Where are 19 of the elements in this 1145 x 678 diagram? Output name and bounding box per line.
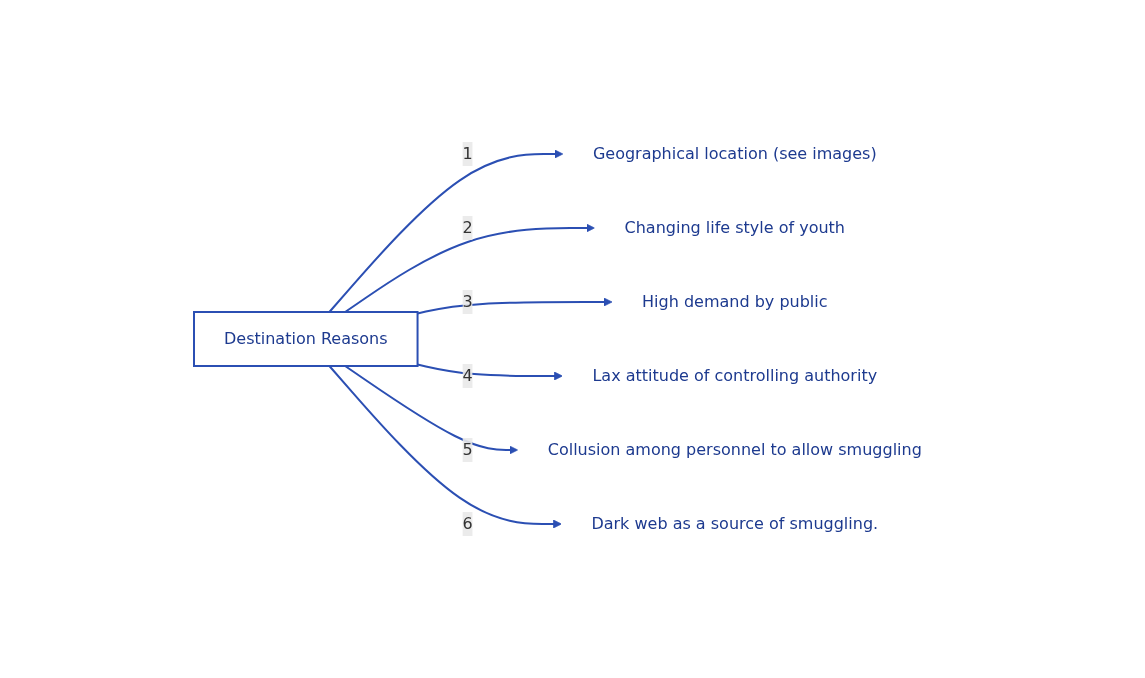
arrow: [416, 363, 563, 381]
edge-label: 6: [462, 514, 473, 533]
edge-label: 2: [462, 218, 473, 237]
node-text: Collusion among personnel to allow smuggling: [547, 440, 922, 459]
arrow: [328, 365, 562, 529]
arrow: [416, 297, 612, 315]
edge-label: 4: [462, 366, 473, 385]
arrow: [343, 365, 518, 455]
edge-label: 1: [462, 144, 473, 163]
edge-label: 5: [462, 440, 473, 459]
edge-label: 3: [462, 292, 473, 311]
node-text: Geographical location (see images): [592, 144, 877, 163]
node-box: Destination Reasons: [192, 311, 419, 367]
node-text: Dark web as a source of smuggling.: [591, 514, 878, 533]
arrow: [328, 149, 563, 313]
node-text: High demand by public: [641, 292, 828, 311]
node-text: Lax attitude of controlling authority: [592, 366, 877, 385]
node-text: Changing life style of youth: [624, 218, 845, 237]
arrow: [343, 223, 595, 313]
